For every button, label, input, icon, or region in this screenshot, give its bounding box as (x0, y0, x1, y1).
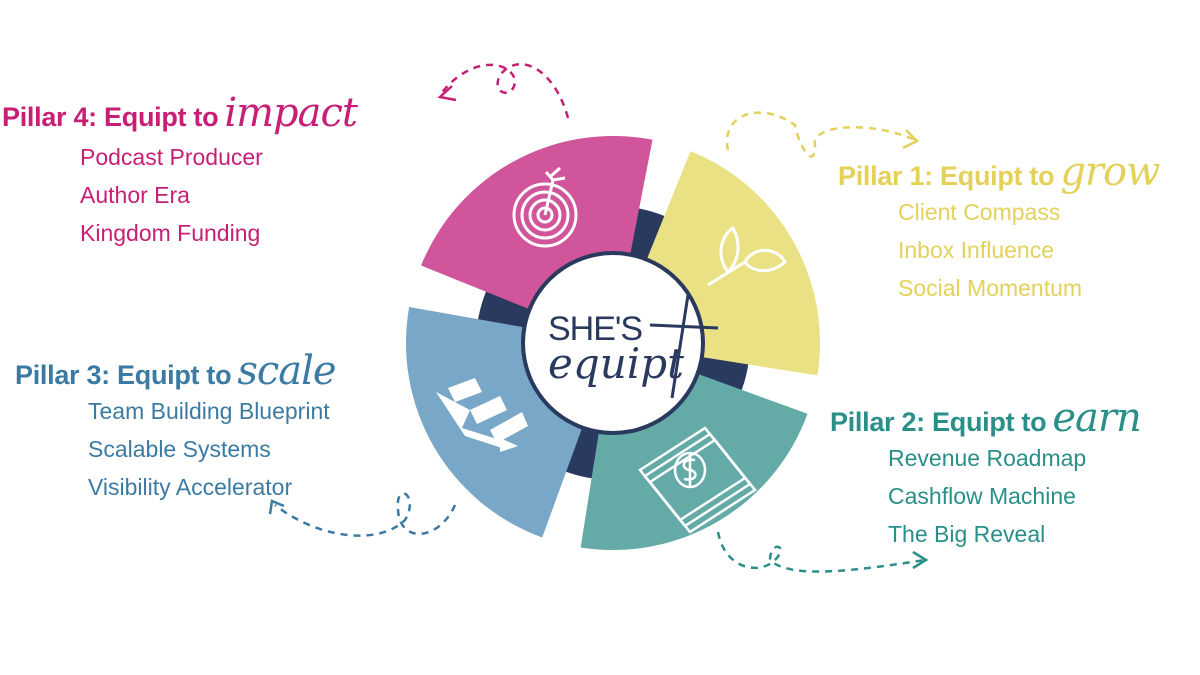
list-item: Revenue Roadmap (888, 445, 1087, 471)
segment-impact (421, 135, 653, 309)
pillar-title-text: Pillar 3: Equipt to (15, 360, 232, 390)
list-item: Kingdom Funding (80, 220, 261, 246)
growth-chart-icon (436, 378, 528, 452)
list-item: Visibility Accelerator (88, 474, 293, 500)
list-item: Scalable Systems (88, 436, 271, 462)
list-item: Podcast Producer (80, 144, 263, 170)
logo-line1: SHE'S (548, 310, 642, 348)
pillar-script-word: grow (1060, 149, 1160, 195)
list-item: Client Compass (898, 199, 1061, 225)
segment-earn (580, 374, 808, 550)
pillar-script-word: earn (1052, 395, 1141, 441)
list-item: Social Momentum (898, 275, 1083, 301)
pillar-title-text: Pillar 4: Equipt to (2, 102, 219, 132)
pillar-title-text: Pillar 1: Equipt to (838, 161, 1055, 191)
cross-icon (649, 294, 719, 399)
dashed-arrow-pillar3 (274, 492, 457, 537)
dashed-arrow-pillar4 (439, 63, 570, 119)
dashed-arrow-pillar2 (716, 531, 926, 573)
dashed-arrow-pillar1 (725, 111, 916, 158)
sprout-icon (707, 225, 787, 287)
list-item: Team Building Blueprint (88, 398, 330, 424)
list-item: Author Era (80, 182, 190, 208)
money-icon (638, 426, 757, 534)
list-item: Cashflow Machine (888, 483, 1076, 509)
pillar-script-word: scale (237, 348, 336, 394)
pillar-title-text: Pillar 2: Equipt to (830, 407, 1047, 437)
center-circle (525, 255, 701, 431)
list-item: Inbox Influence (898, 237, 1055, 263)
list-item: The Big Reveal (888, 521, 1046, 547)
target-icon (512, 166, 578, 248)
logo-line2: equipt (548, 339, 684, 388)
segment-scale (406, 307, 582, 538)
pillar-script-word: impact (224, 90, 358, 136)
